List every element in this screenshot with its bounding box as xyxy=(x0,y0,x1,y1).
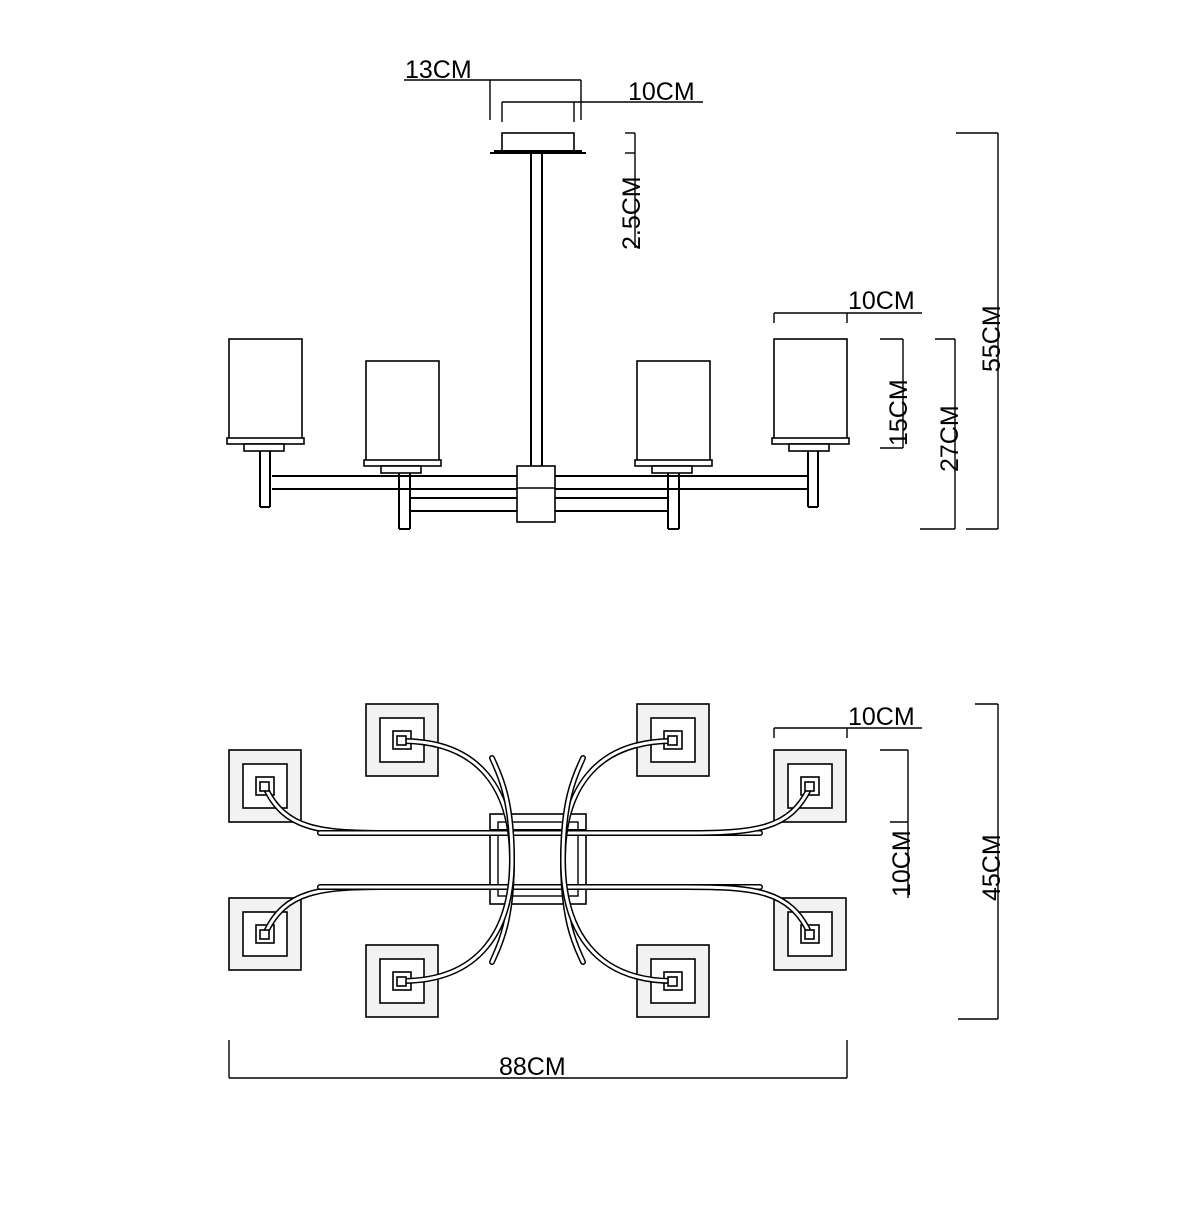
arm-height-label: 27CM xyxy=(936,405,964,472)
socket-tips xyxy=(259,735,815,987)
total-width-label: 88CM xyxy=(499,1053,566,1081)
shade-height-label: 15CM xyxy=(885,379,913,446)
total-depth-label: 45CM xyxy=(978,834,1006,901)
dimension-shade-height: 15CM xyxy=(880,338,913,449)
canopy xyxy=(490,132,586,154)
dimension-total-width: 88CM xyxy=(228,1040,848,1081)
dimension-top-shade-width: 10CM xyxy=(773,703,922,738)
center-hub xyxy=(516,465,556,523)
stem xyxy=(530,153,543,466)
dimension-canopy: 13CM 10CM xyxy=(404,56,703,122)
top-shade-depth-label: 10CM xyxy=(888,830,916,897)
dimension-top-shade-depth: 10CM xyxy=(880,749,916,898)
dimension-shade-width: 10CM xyxy=(773,287,922,323)
canopy-height-label: 2.5CM xyxy=(618,176,646,250)
top-shade-width-label: 10CM xyxy=(848,703,915,731)
side-view: 13CM 10CM 2.5CM 10CM 15CM 27CM xyxy=(226,56,1006,530)
shade-inner-left xyxy=(363,360,442,530)
center-body xyxy=(489,813,587,905)
top-view: 10CM 10CM 45CM 88CM xyxy=(228,703,1006,1081)
dimension-arm-height: 27CM xyxy=(920,338,964,530)
dimension-canopy-height: 2.5CM xyxy=(618,132,646,250)
shade-outer-left xyxy=(226,338,305,508)
canopy-width-label: 13CM xyxy=(405,56,472,84)
shade-outer-right xyxy=(771,338,850,508)
canopy-inner-width-label: 10CM xyxy=(628,78,695,106)
curved-arms xyxy=(262,738,813,984)
shade-width-label: 10CM xyxy=(848,287,915,315)
shade-inner-right xyxy=(634,360,713,530)
dimension-total-depth: 45CM xyxy=(958,703,1006,1020)
total-height-label: 55CM xyxy=(978,305,1006,372)
dimension-total-height: 55CM xyxy=(956,132,1006,530)
frame-bars xyxy=(272,475,808,512)
